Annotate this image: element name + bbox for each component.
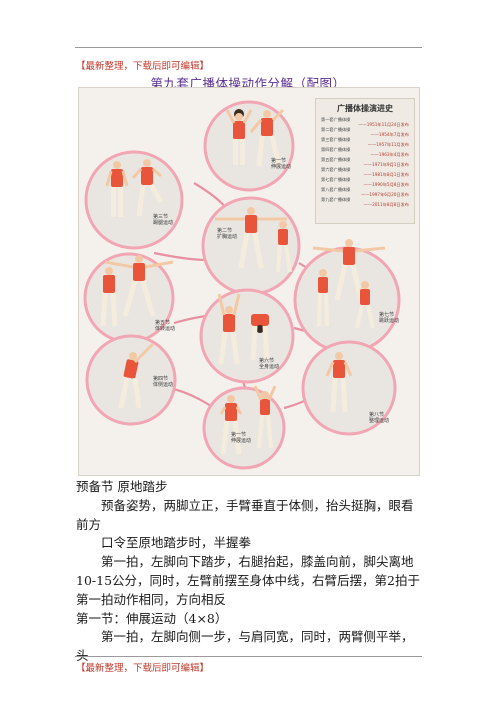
header-note: 【最新整理，下载后即可编辑】 [76, 61, 210, 72]
history-item: 第六套广播体操——1981年8月1日发布 [321, 167, 409, 177]
footer-note: 【最新整理，下载后即可编辑】 [76, 663, 210, 674]
history-title: 广播体操演进史 [337, 104, 393, 113]
gymnast-1 [225, 109, 253, 165]
gymnast-10 [317, 269, 329, 327]
history-item: 第七套广播体操——1990年5月8日发布 [321, 177, 409, 187]
history-item: 第九套广播体操——2011年8月8日发布 [321, 197, 409, 207]
section-label: 第八节整理运动 [369, 412, 390, 424]
illustration-canvas [83, 100, 401, 470]
section-label: 第七节跳跃运动 [379, 312, 400, 324]
header-rule [75, 47, 422, 48]
gymnast-11 [355, 281, 375, 329]
section-heading: 预备节 原地踏步 [76, 479, 168, 494]
history-item: 第一套广播体操——1951年11月24日发布 [321, 117, 409, 127]
gymnast-5 [215, 207, 287, 269]
body-paragraph: 口令至原地踏步时，半握拳 [101, 535, 252, 551]
section-label: 第一节伸展运动 [271, 158, 292, 170]
history-item: 第二套广播体操——1954年7月发布 [321, 127, 409, 137]
gymnast-2 [249, 108, 285, 167]
section-label: 第三节踢腿运动 [153, 214, 174, 226]
gymnast-3 [105, 161, 129, 217]
body-paragraph: 第一拍，左脚向侧一步，与肩同宽，同时，两臂侧平举，头 [76, 629, 414, 664]
gymnast-8 [104, 255, 174, 317]
body-paragraph: 预备姿势，两脚立正，手臂垂直于体侧，抬头挺胸，眼看前方 [76, 497, 414, 532]
body-text: 预备节 原地踏步 预备姿势，两脚立正，手臂垂直于体侧，抬头挺胸，眼看前方 口令至… [76, 478, 424, 666]
section-label: 第六节全身运动 [259, 358, 280, 370]
section-label: 第二节扩胸运动 [217, 228, 238, 240]
gymnast-figures [100, 108, 386, 455]
footer-rule [75, 656, 422, 657]
body-paragraph: 第一拍，左脚向下踏步，右腿抬起，膝盖向前，脚尖离地10-15公分，同时，左臂前摆… [76, 554, 420, 607]
section-label: 第一节伸展运动 [231, 432, 252, 444]
gymnast-17 [253, 385, 277, 449]
history-panel: 广播体操演进史 第一套广播体操——1951年11月24日发布 第二套广播体操——… [315, 98, 415, 224]
gymnast-7 [100, 267, 118, 327]
gymnast-14 [118, 342, 155, 409]
gymnast-9 [312, 239, 386, 301]
history-item: 第五套广播体操——1971年9月1日发布 [321, 157, 409, 167]
gymnast-16 [219, 395, 243, 455]
gymnast-4 [131, 159, 164, 217]
history-item: 第八套广播体操——1997年6月20日发布 [321, 187, 409, 197]
history-list: 第一套广播体操——1951年11月24日发布 第二套广播体操——1954年7月发… [316, 117, 414, 207]
history-item: 第三套广播体操——1957年11月发布 [321, 137, 409, 147]
history-item: 第四套广播体操——1963年4月发布 [321, 147, 409, 157]
gymnast-15 [325, 352, 353, 413]
section-heading: 第一节：伸展运动（4×8） [76, 610, 228, 626]
gymnast-13 [250, 314, 270, 361]
gymnast-12 [217, 293, 241, 365]
gymnast-6 [276, 221, 292, 273]
section-label: 第四节体侧运动 [153, 376, 174, 388]
exercise-illustration: 广播体操演进史 第一套广播体操——1951年11月24日发布 第二套广播体操——… [78, 87, 420, 476]
section-label: 第五节体转运动 [155, 320, 176, 332]
